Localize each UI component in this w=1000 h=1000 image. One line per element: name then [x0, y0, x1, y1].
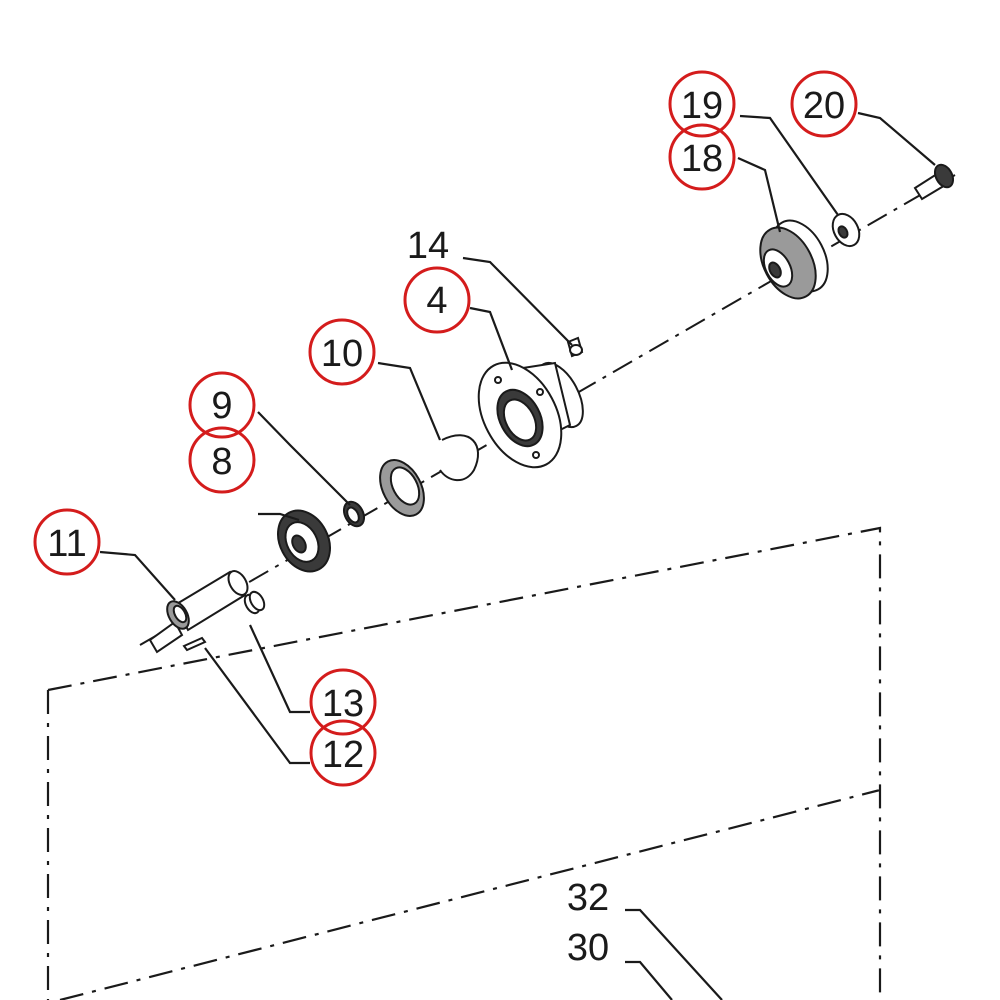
callout-circle-8: [188, 426, 256, 494]
callout-circle-9: [188, 371, 256, 439]
circlip-part-10: [439, 434, 479, 482]
assembly-boundary: [46, 526, 882, 1000]
part-label-9: 9: [211, 385, 232, 427]
callout-circle-20: [790, 70, 858, 138]
part-label-13: 13: [322, 683, 364, 725]
bearing-part-8: [277, 509, 331, 573]
spacer-part-9: [342, 500, 366, 528]
part-label-14: 14: [407, 225, 449, 267]
part-label-4: 4: [426, 280, 447, 322]
gear-part: [379, 459, 425, 517]
part-label-12: 12: [322, 734, 364, 776]
callout-circle-12: [309, 719, 377, 787]
shaft-part-11: [148, 570, 249, 654]
callout-circle-11: [33, 508, 101, 576]
part-label-8: 8: [211, 441, 232, 483]
callout-circle-10: [308, 318, 376, 386]
part-label-30: 30: [567, 927, 609, 969]
callout-circle-13: [309, 668, 377, 736]
pin-part-13: [243, 590, 266, 615]
part-label-11: 11: [47, 523, 86, 565]
flange-housing-part-4: [477, 361, 584, 469]
part-label-20: 20: [803, 85, 845, 127]
pulley-part-18: [759, 219, 829, 300]
part-label-10: 10: [321, 333, 363, 375]
callout-circle-4: [403, 266, 471, 334]
key-part-12: [182, 636, 207, 652]
leader-lines: [99, 111, 936, 1000]
bolt-part-20: [913, 163, 955, 201]
callout-circle-19: [668, 70, 736, 138]
screw-part-14: [566, 336, 584, 358]
callout-circles: [33, 70, 858, 787]
washer-part-19: [831, 212, 861, 248]
callout-circle-18: [668, 123, 736, 191]
part-label-18: 18: [681, 138, 723, 180]
part-label-32: 32: [567, 877, 609, 919]
part-label-19: 19: [681, 85, 723, 127]
